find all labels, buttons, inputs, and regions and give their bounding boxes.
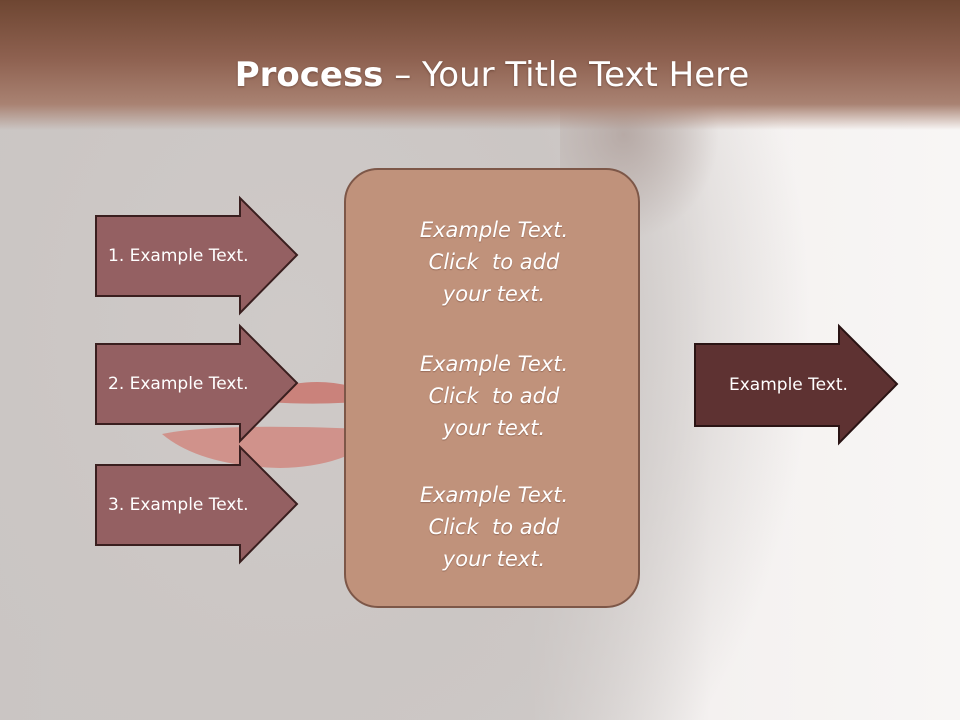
left-arrow-3[interactable]: 3. Example Text.: [95, 444, 299, 565]
right-arrow[interactable]: Example Text.: [694, 323, 899, 446]
title-bold: Process: [234, 55, 384, 95]
left-arrow-label: 3. Example Text.: [108, 495, 249, 515]
slide-title[interactable]: Process – Your Title Text Here: [0, 52, 960, 98]
title-rest: – Your Title Text Here: [383, 55, 750, 95]
arrow-shape: [95, 195, 299, 316]
arrow-shape: [694, 323, 899, 446]
center-text-2: Example Text. Click to add your text.: [419, 352, 569, 440]
right-arrow-label: Example Text.: [729, 375, 848, 395]
left-arrow-label: 2. Example Text.: [108, 374, 249, 394]
left-arrow-1[interactable]: 1. Example Text.: [95, 195, 299, 316]
left-arrow-label: 1. Example Text.: [108, 246, 249, 266]
center-text-3: Example Text. Click to add your text.: [419, 483, 569, 571]
center-text-1: Example Text. Click to add your text.: [419, 218, 569, 306]
arrow-shape: [95, 323, 299, 444]
arrow-shape: [95, 444, 299, 565]
center-text-box[interactable]: Example Text. Click to add your text. Ex…: [344, 168, 640, 608]
title-bar: [0, 0, 960, 130]
left-arrow-2[interactable]: 2. Example Text.: [95, 323, 299, 444]
